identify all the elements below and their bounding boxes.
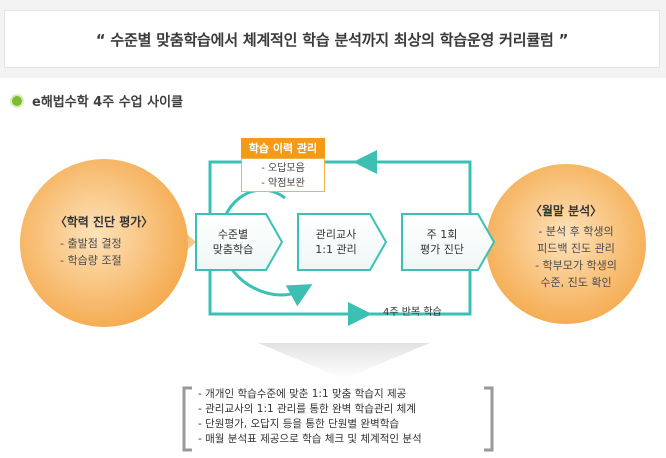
- section-title: e해법수학 4주 수업 사이클: [10, 91, 183, 110]
- section-title-text: e해법수학 4주 수업 사이클: [32, 95, 184, 110]
- history-item: - 약점보완: [261, 178, 305, 189]
- summary-item: - 개개인 학습수준에 맞춘 1:1 맞춤 학습지 제공: [198, 388, 407, 400]
- right-circle: [486, 164, 646, 324]
- step-box-1: [195, 213, 284, 271]
- summary-item: - 매월 분석표 제공으로 학습 체크 및 체계적인 분석: [198, 433, 422, 445]
- right-circle-list: - 분석 후 학생의 피드백 진도 관리 - 학부모가 학생의 수준, 진도 확…: [526, 223, 626, 291]
- step-2-text: 관리교사 1:1 관리: [298, 227, 374, 257]
- loop-label: 4주 반복 학습: [383, 307, 442, 318]
- left-bracket: [182, 386, 192, 452]
- step-3-text: 주 1회 평가 진단: [402, 227, 482, 257]
- left-circle-title: 〈학력 진단 평가〉: [54, 215, 154, 229]
- history-item: - 오답모음: [261, 163, 305, 174]
- bullet-icon: [10, 93, 24, 108]
- right-circle-item: - 분석 후 학생의: [538, 225, 614, 238]
- step-line: 수준별: [217, 228, 249, 241]
- left-circle-item: - 출발점 결정: [60, 237, 122, 250]
- left-circle: [20, 159, 188, 327]
- step-line: 1:1 관리: [315, 243, 357, 256]
- right-circle-title: 〈월말 분석〉: [529, 204, 603, 218]
- step-line: 관리교사: [315, 228, 357, 241]
- funnel-arrow: [258, 343, 430, 379]
- right-bracket: [484, 386, 494, 452]
- right-circle-item: 피드백 진도 관리: [537, 242, 615, 255]
- step-box-3: [401, 213, 496, 271]
- left-circle-list: - 출발점 결정 - 학습량 조절: [60, 235, 160, 269]
- summary-list: - 개개인 학습수준에 맞춘 1:1 맞춤 학습지 제공 - 관리교사의 1:1…: [198, 387, 488, 447]
- right-circle-item: 수준, 진도 확인: [540, 276, 612, 289]
- summary-item: - 관리교사의 1:1 관리를 통한 완벽 학습관리 체계: [198, 403, 416, 415]
- step-line: 맞춤학습: [212, 243, 254, 256]
- history-header: 학습 이력 관리: [241, 138, 325, 158]
- header-quote: “ 수준별 맞춤학습에서 체계적인 학습 분석까지 최상의 학습운영 커리큘럼 …: [4, 10, 660, 68]
- left-circle-item: - 학습량 조절: [60, 254, 122, 267]
- right-circle-item: - 학부모가 학생의: [535, 259, 617, 272]
- step-1-text: 수준별 맞춤학습: [196, 227, 270, 257]
- step-box-2: [297, 213, 388, 271]
- step-line: 주 1회: [426, 228, 458, 241]
- summary-item: - 단원평가, 오답지 등을 통한 단원별 완벽학습: [198, 418, 400, 430]
- history-body: - 오답모음 - 약점보완: [241, 158, 325, 192]
- step-line: 평가 진단: [420, 243, 464, 256]
